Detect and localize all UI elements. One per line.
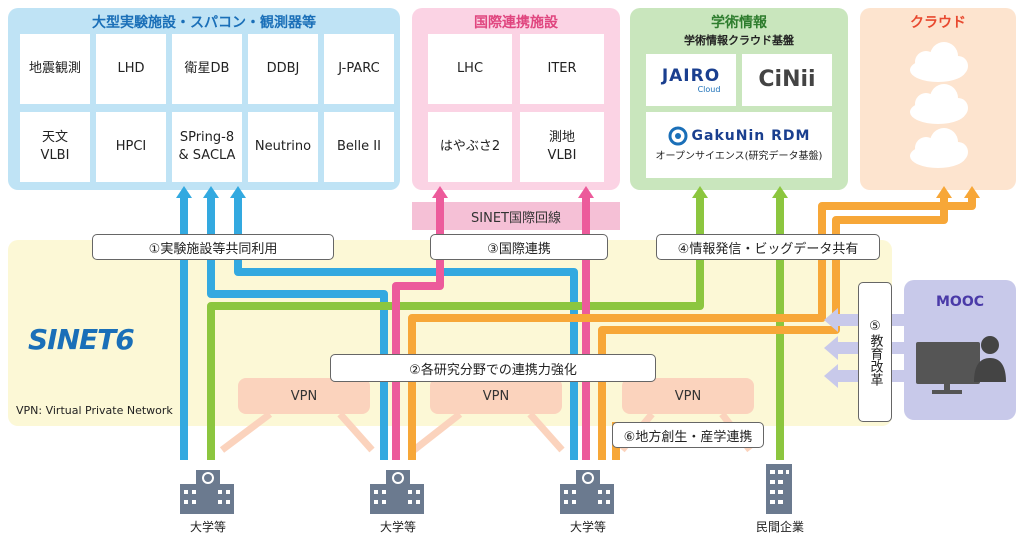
jairo-logo: JAIRO Cloud	[646, 54, 736, 106]
facility-cell: SPring-8 & SACLA	[172, 112, 242, 182]
university-building-icon-1	[180, 470, 234, 514]
facility-cell: 天文 VLBI	[20, 112, 90, 182]
gakunin-emblem-icon	[668, 126, 688, 146]
pill-education-reform-label: ⑤教育改革	[867, 318, 883, 386]
academic-subtitle: 学術情報クラウド基盤	[684, 34, 794, 47]
vpn-1-arrow-left	[219, 411, 273, 453]
facility-cell: LHD	[96, 34, 166, 104]
cloud-icon-2	[910, 84, 968, 124]
mooc-title: MOOC	[935, 294, 984, 310]
vpn-3-label: VPN	[674, 388, 702, 404]
university-building-icon-3	[560, 470, 614, 514]
pill-research-collab: ②各研究分野での連携力強化	[330, 354, 656, 382]
facility-cell: HPCI	[96, 112, 166, 182]
vpn-note: VPN: Virtual Private Network	[16, 404, 173, 417]
vpn-2-arrow-left	[411, 411, 463, 453]
cinii-text: CiNii	[758, 67, 816, 93]
blue-arrowhead-3	[230, 186, 246, 198]
pill-regional-industry: ⑥地方創生・産学連携	[612, 422, 764, 448]
site-label-3: 大学等	[569, 520, 606, 534]
facility-cell: DDBJ	[248, 34, 318, 104]
cloud-title: クラウド	[910, 15, 966, 31]
vpn-1-arrow-right	[337, 411, 375, 453]
blue-arrowhead-2	[203, 186, 219, 198]
gakunin-text: GakuNin RDM	[691, 127, 811, 144]
jairo-text: JAIRO	[661, 65, 721, 86]
facility-cell: Belle II	[324, 112, 394, 182]
pill-info-bigdata: ④情報発信・ビッグデータ共有	[656, 234, 880, 260]
site-label-2: 大学等	[379, 520, 416, 534]
orange-line-2	[598, 196, 948, 460]
gakunin-subtitle: オープンサイエンス(研究データ基盤)	[655, 151, 823, 163]
facility-cell: 衛星DB	[172, 34, 242, 104]
mooc-user-icon	[916, 336, 1006, 394]
orange-line-1	[408, 196, 976, 460]
sinet-intl-line-label: SINET国際回線	[471, 210, 561, 226]
vpn-1-label: VPN	[290, 388, 318, 404]
facility-cell: Neutrino	[248, 112, 318, 182]
orange-arrowhead-2	[964, 186, 980, 198]
gakunin-rdm-logo: GakuNin RDM オープンサイエンス(研究データ基盤)	[646, 112, 832, 178]
cloud-icon-1	[910, 42, 968, 82]
vpn-2: VPN	[430, 378, 562, 414]
pink-arrowhead-1	[432, 186, 448, 198]
pink-arrowhead-2	[578, 186, 594, 198]
facility-cell: J-PARC	[324, 34, 394, 104]
sinet6-logo-text: SINET6	[28, 322, 135, 356]
orange-arrowhead-1	[936, 186, 952, 198]
vpn-3: VPN	[622, 378, 754, 414]
pill-education-reform: ⑤教育改革	[858, 282, 892, 422]
academic-title: 学術情報	[711, 15, 767, 31]
international-cell: LHC	[428, 34, 512, 104]
facility-cell: 地震観測	[20, 34, 90, 104]
international-cell: はやぶさ2	[428, 112, 512, 182]
pill-shared-facilities: ①実験施設等共同利用	[92, 234, 334, 260]
university-building-icon-2	[370, 470, 424, 514]
vpn-2-label: VPN	[482, 388, 510, 404]
green-arrowhead-1	[692, 186, 708, 198]
vpn-1: VPN	[238, 378, 370, 414]
facilities-title: 大型実験施設・スパコン・観測器等	[92, 15, 316, 31]
international-cell: ITER	[520, 34, 604, 104]
site-label-4: 民間企業	[755, 520, 804, 534]
vpn-2-arrow-right	[527, 411, 565, 453]
cinii-logo: CiNii	[742, 54, 832, 106]
green-arrowhead-2	[772, 186, 788, 198]
international-title: 国際連携施設	[474, 15, 558, 31]
international-cell: 測地 VLBI	[520, 112, 604, 182]
pill-intl-collaboration: ③国際連携	[430, 234, 608, 260]
blue-arrowhead-1	[176, 186, 192, 198]
cloud-icon-3	[910, 128, 968, 168]
sinet6-logo: SINET6	[28, 318, 156, 360]
jairo-sub: Cloud	[697, 84, 721, 94]
site-label-1: 大学等	[189, 520, 226, 534]
